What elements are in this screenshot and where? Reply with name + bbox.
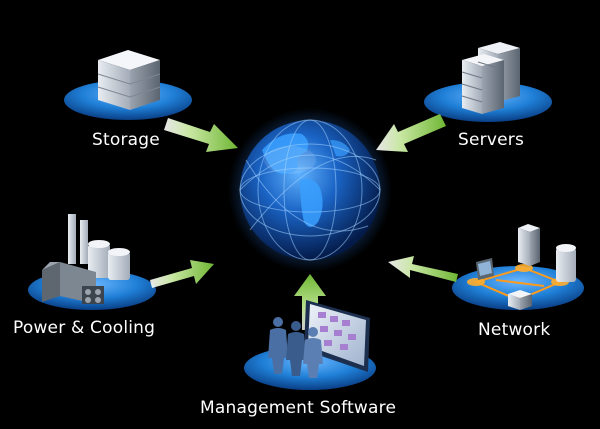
- servers-node: [376, 42, 552, 152]
- factory-icon: [42, 214, 130, 304]
- storage-arrow: [164, 118, 238, 152]
- network-label: Network: [478, 320, 551, 340]
- network-icon: [467, 224, 576, 310]
- storage-label: Storage: [92, 130, 160, 150]
- network-arrow: [388, 256, 458, 282]
- management-node: [244, 274, 376, 390]
- network-node: [388, 224, 584, 310]
- server-rack-icon: [461, 42, 520, 114]
- power-arrow: [150, 260, 214, 288]
- power-node: [28, 214, 214, 310]
- people-with-screen-icon: [268, 300, 370, 378]
- storage-node: [64, 50, 238, 152]
- servers-arrow: [376, 114, 446, 152]
- globe-icon: [228, 108, 392, 272]
- management-software-label: Management Software: [200, 398, 397, 418]
- storage-array-icon: [97, 50, 161, 110]
- power-cooling-label: Power & Cooling: [13, 318, 156, 338]
- servers-label: Servers: [458, 130, 525, 150]
